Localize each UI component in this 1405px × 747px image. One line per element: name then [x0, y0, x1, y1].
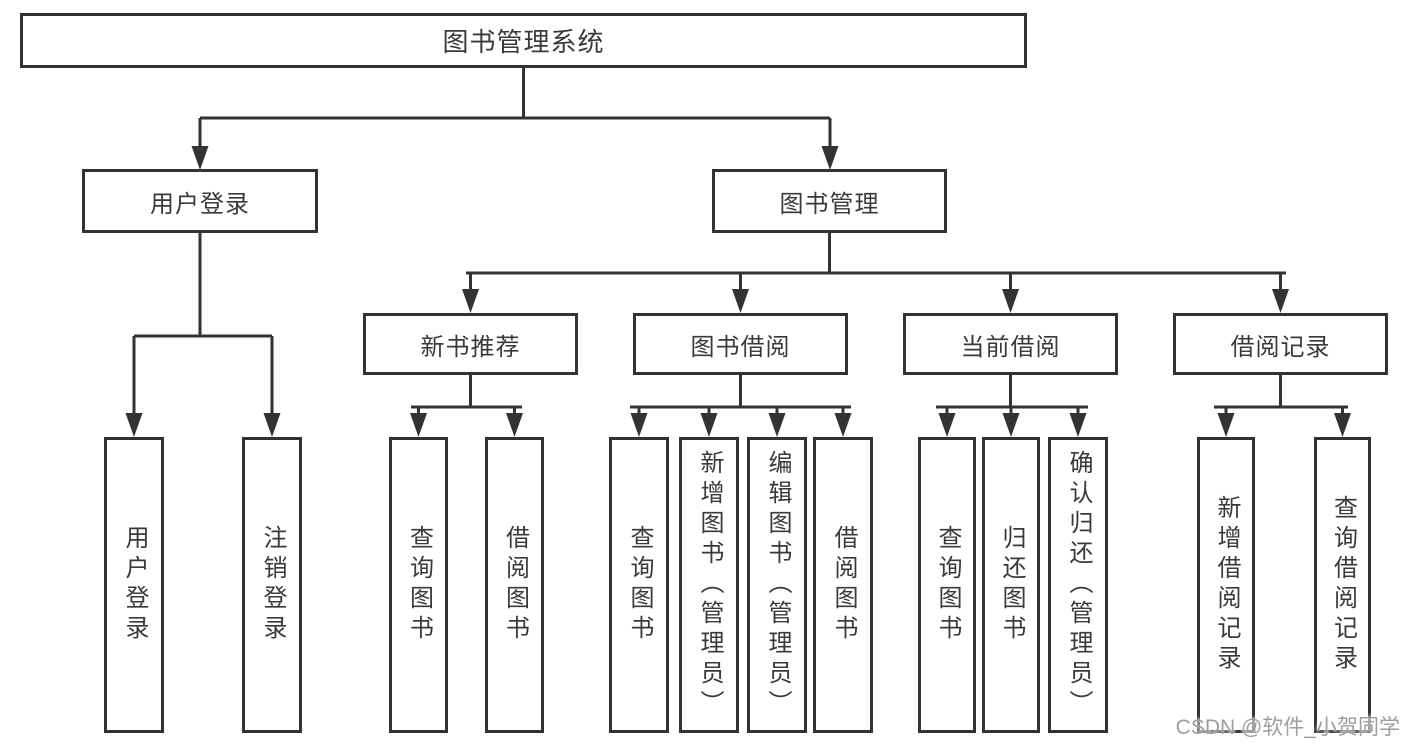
arrow-down-icon	[125, 413, 143, 437]
node-label: 注销登录	[259, 525, 286, 645]
node-current-borrowing: 当前借阅	[903, 313, 1118, 375]
node-label: 查询图书	[405, 525, 433, 645]
arrow-down-icon	[938, 413, 956, 437]
node-label: 编辑图书（管理员）	[764, 450, 791, 720]
connector-line	[630, 374, 851, 419]
connector-line	[936, 374, 1088, 419]
node-label: 查询借阅记录	[1329, 495, 1357, 675]
node-user-login: 用户登录	[82, 169, 318, 233]
node-leaf-logout: 注销登录	[242, 437, 302, 733]
node-leaf-user-login: 用户登录	[104, 437, 164, 733]
node-label: 图书借阅	[690, 333, 791, 361]
arrow-down-icon	[630, 413, 648, 437]
edges-root-to-level2	[198, 68, 832, 150]
node-book-borrowing: 图书借阅	[633, 313, 848, 375]
connector-line	[198, 68, 832, 150]
node-label: 借阅图书	[830, 525, 857, 645]
arrowheads-userlogin-to-leaves	[125, 413, 281, 437]
edges-currentborrow-to-leaves	[936, 374, 1088, 419]
node-leaf-add-borrow-record: 新增借阅记录	[1197, 437, 1255, 733]
node-leaf-edit-books-admin: 编辑图书（管理员）	[747, 437, 807, 733]
node-label: 新书推荐	[420, 333, 521, 361]
node-new-book-recommendation: 新书推荐	[363, 313, 578, 375]
arrow-down-icon	[768, 413, 786, 437]
arrow-down-icon	[1217, 413, 1235, 437]
node-book-management: 图书管理	[712, 169, 947, 233]
node-label: 查询图书	[626, 525, 653, 645]
node-label: 用户登录	[150, 190, 250, 218]
node-label: 新增图书（管理员）	[696, 450, 723, 720]
arrow-down-icon	[821, 146, 839, 170]
node-leaf-query-borrow-record: 查询借阅记录	[1314, 437, 1371, 733]
edges-bookborrow-to-leaves	[630, 374, 851, 419]
arrow-down-icon	[263, 413, 281, 437]
arrow-down-icon	[1334, 413, 1351, 437]
arrow-down-icon	[410, 413, 427, 437]
arrowheads-bookmgmt-to-level3	[462, 289, 1289, 313]
node-label: 归还图书	[998, 525, 1025, 645]
arrow-down-icon	[1002, 413, 1020, 437]
connector-line	[411, 374, 522, 419]
node-label: 用户登录	[121, 525, 148, 645]
connector-line	[1214, 374, 1348, 419]
arrow-down-icon	[1069, 413, 1087, 437]
node-leaf-query-books-1: 查询图书	[389, 437, 448, 733]
arrow-down-icon	[462, 289, 479, 313]
node-library-management-system: 图书管理系统	[20, 13, 1027, 68]
arrowheads-newbooks-to-leaves	[410, 413, 523, 437]
arrow-down-icon	[506, 413, 523, 437]
node-label: 新增借阅记录	[1213, 495, 1240, 675]
node-leaf-confirm-return-admin: 确认归还（管理员）	[1048, 437, 1108, 733]
node-leaf-borrow-books-2: 借阅图书	[813, 437, 873, 733]
node-leaf-add-books-admin: 新增图书（管理员）	[679, 437, 739, 733]
arrowheads-root-to-level2	[191, 146, 839, 170]
node-label: 查询图书	[934, 525, 961, 645]
node-leaf-borrow-books-1: 借阅图书	[485, 437, 544, 733]
edges-userlogin-to-leaves	[132, 233, 274, 417]
node-label: 确认归还（管理员）	[1065, 450, 1092, 720]
node-leaf-return-books: 归还图书	[982, 437, 1040, 733]
node-label: 图书管理系统	[442, 27, 605, 57]
connector-line	[132, 233, 274, 417]
arrow-down-icon	[700, 413, 718, 437]
node-label: 当前借阅	[960, 333, 1061, 361]
node-label: 借阅记录	[1230, 333, 1331, 361]
node-label: 图书管理	[779, 190, 880, 218]
node-leaf-query-books-2: 查询图书	[609, 437, 669, 733]
node-label: 借阅图书	[501, 525, 529, 645]
node-leaf-query-books-3: 查询图书	[918, 437, 976, 733]
node-borrowing-records: 借阅记录	[1173, 313, 1388, 375]
arrow-down-icon	[732, 289, 749, 313]
arrow-down-icon	[1002, 289, 1019, 313]
edges-bookmgmt-to-level3	[466, 233, 1286, 293]
arrow-down-icon	[191, 146, 209, 170]
arrowheads-bookborrow-to-leaves	[630, 413, 852, 437]
arrow-down-icon	[834, 413, 852, 437]
arrowheads-borrowrecords-to-leaves	[1217, 413, 1351, 437]
arrowheads-currentborrow-to-leaves	[938, 413, 1087, 437]
connector-line	[466, 233, 1286, 293]
edges-borrowrecords-to-leaves	[1214, 374, 1348, 419]
arrow-down-icon	[1272, 289, 1289, 313]
edges-newbooks-to-leaves	[411, 374, 522, 419]
watermark-text: CSDN @软件_小贺同学	[1175, 716, 1400, 739]
